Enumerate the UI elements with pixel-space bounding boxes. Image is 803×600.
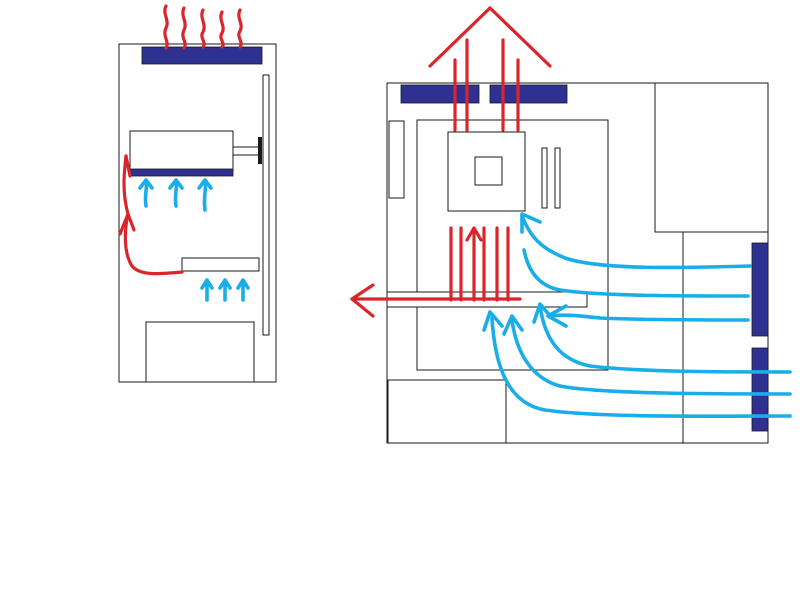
- front-intake-flow-6: [490, 316, 792, 419]
- front-top-fan-right: [489, 84, 568, 104]
- front-exhaust-arrow-left-wing: [428, 6, 492, 68]
- side-cool-arrow-3: [197, 178, 213, 212]
- front-card-heat-arrowhead: [465, 226, 483, 242]
- front-intake-flow-5: [510, 318, 792, 396]
- side-cpu-cooler-fan: [129, 168, 234, 177]
- side-exhaust-wave-5: [237, 8, 243, 49]
- front-ram-slot-2: [554, 147, 561, 209]
- front-intake-flow-3: [548, 313, 750, 322]
- front-io-panel: [388, 120, 405, 199]
- front-cpu-die: [474, 156, 503, 186]
- front-top-fan-left: [400, 84, 480, 104]
- side-card-cool-arrow-3: [236, 278, 250, 302]
- side-rear-bracket: [258, 137, 262, 164]
- side-card-cool-arrow-1: [200, 278, 214, 302]
- front-intake-flow-4-head: [532, 302, 554, 324]
- side-cool-arrow-1: [138, 178, 154, 208]
- side-exhaust-wave-3: [200, 8, 206, 49]
- front-intake-flow-2: [522, 248, 750, 298]
- case-front-view: [350, 6, 792, 444]
- front-intake-flow-4: [538, 304, 792, 374]
- side-cool-arrow-2: [168, 178, 184, 208]
- side-expansion-card: [181, 257, 260, 272]
- side-rear-panel: [262, 74, 270, 336]
- front-power-supply: [387, 379, 507, 444]
- side-exhaust-wave-1: [163, 4, 169, 50]
- side-hot-air-curve: [123, 212, 184, 276]
- front-exhaust-arrow-right-wing: [488, 6, 552, 68]
- side-hot-air-top-hook: [124, 154, 132, 178]
- front-intake-fan-lower: [751, 347, 769, 432]
- front-intake-flow-5-head: [502, 314, 524, 336]
- side-card-cool-arrow-2: [218, 278, 232, 302]
- front-ram-slot-1: [541, 147, 548, 209]
- side-top-exhaust-fan: [141, 46, 263, 65]
- side-exhaust-wave-4: [219, 10, 225, 49]
- front-drive-bay-upper: [654, 82, 769, 233]
- front-intake-flow-1-head: [520, 212, 542, 234]
- front-intake-flow-1: [520, 214, 752, 270]
- front-rear-exhaust-arrowhead: [350, 283, 375, 318]
- side-exhaust-wave-2: [181, 6, 187, 50]
- front-intake-flow-6-head: [482, 310, 504, 332]
- side-power-supply: [145, 321, 255, 383]
- side-cpu-cooler: [129, 130, 234, 171]
- case-side-view: [118, 4, 277, 383]
- front-intake-fan-upper: [751, 242, 769, 337]
